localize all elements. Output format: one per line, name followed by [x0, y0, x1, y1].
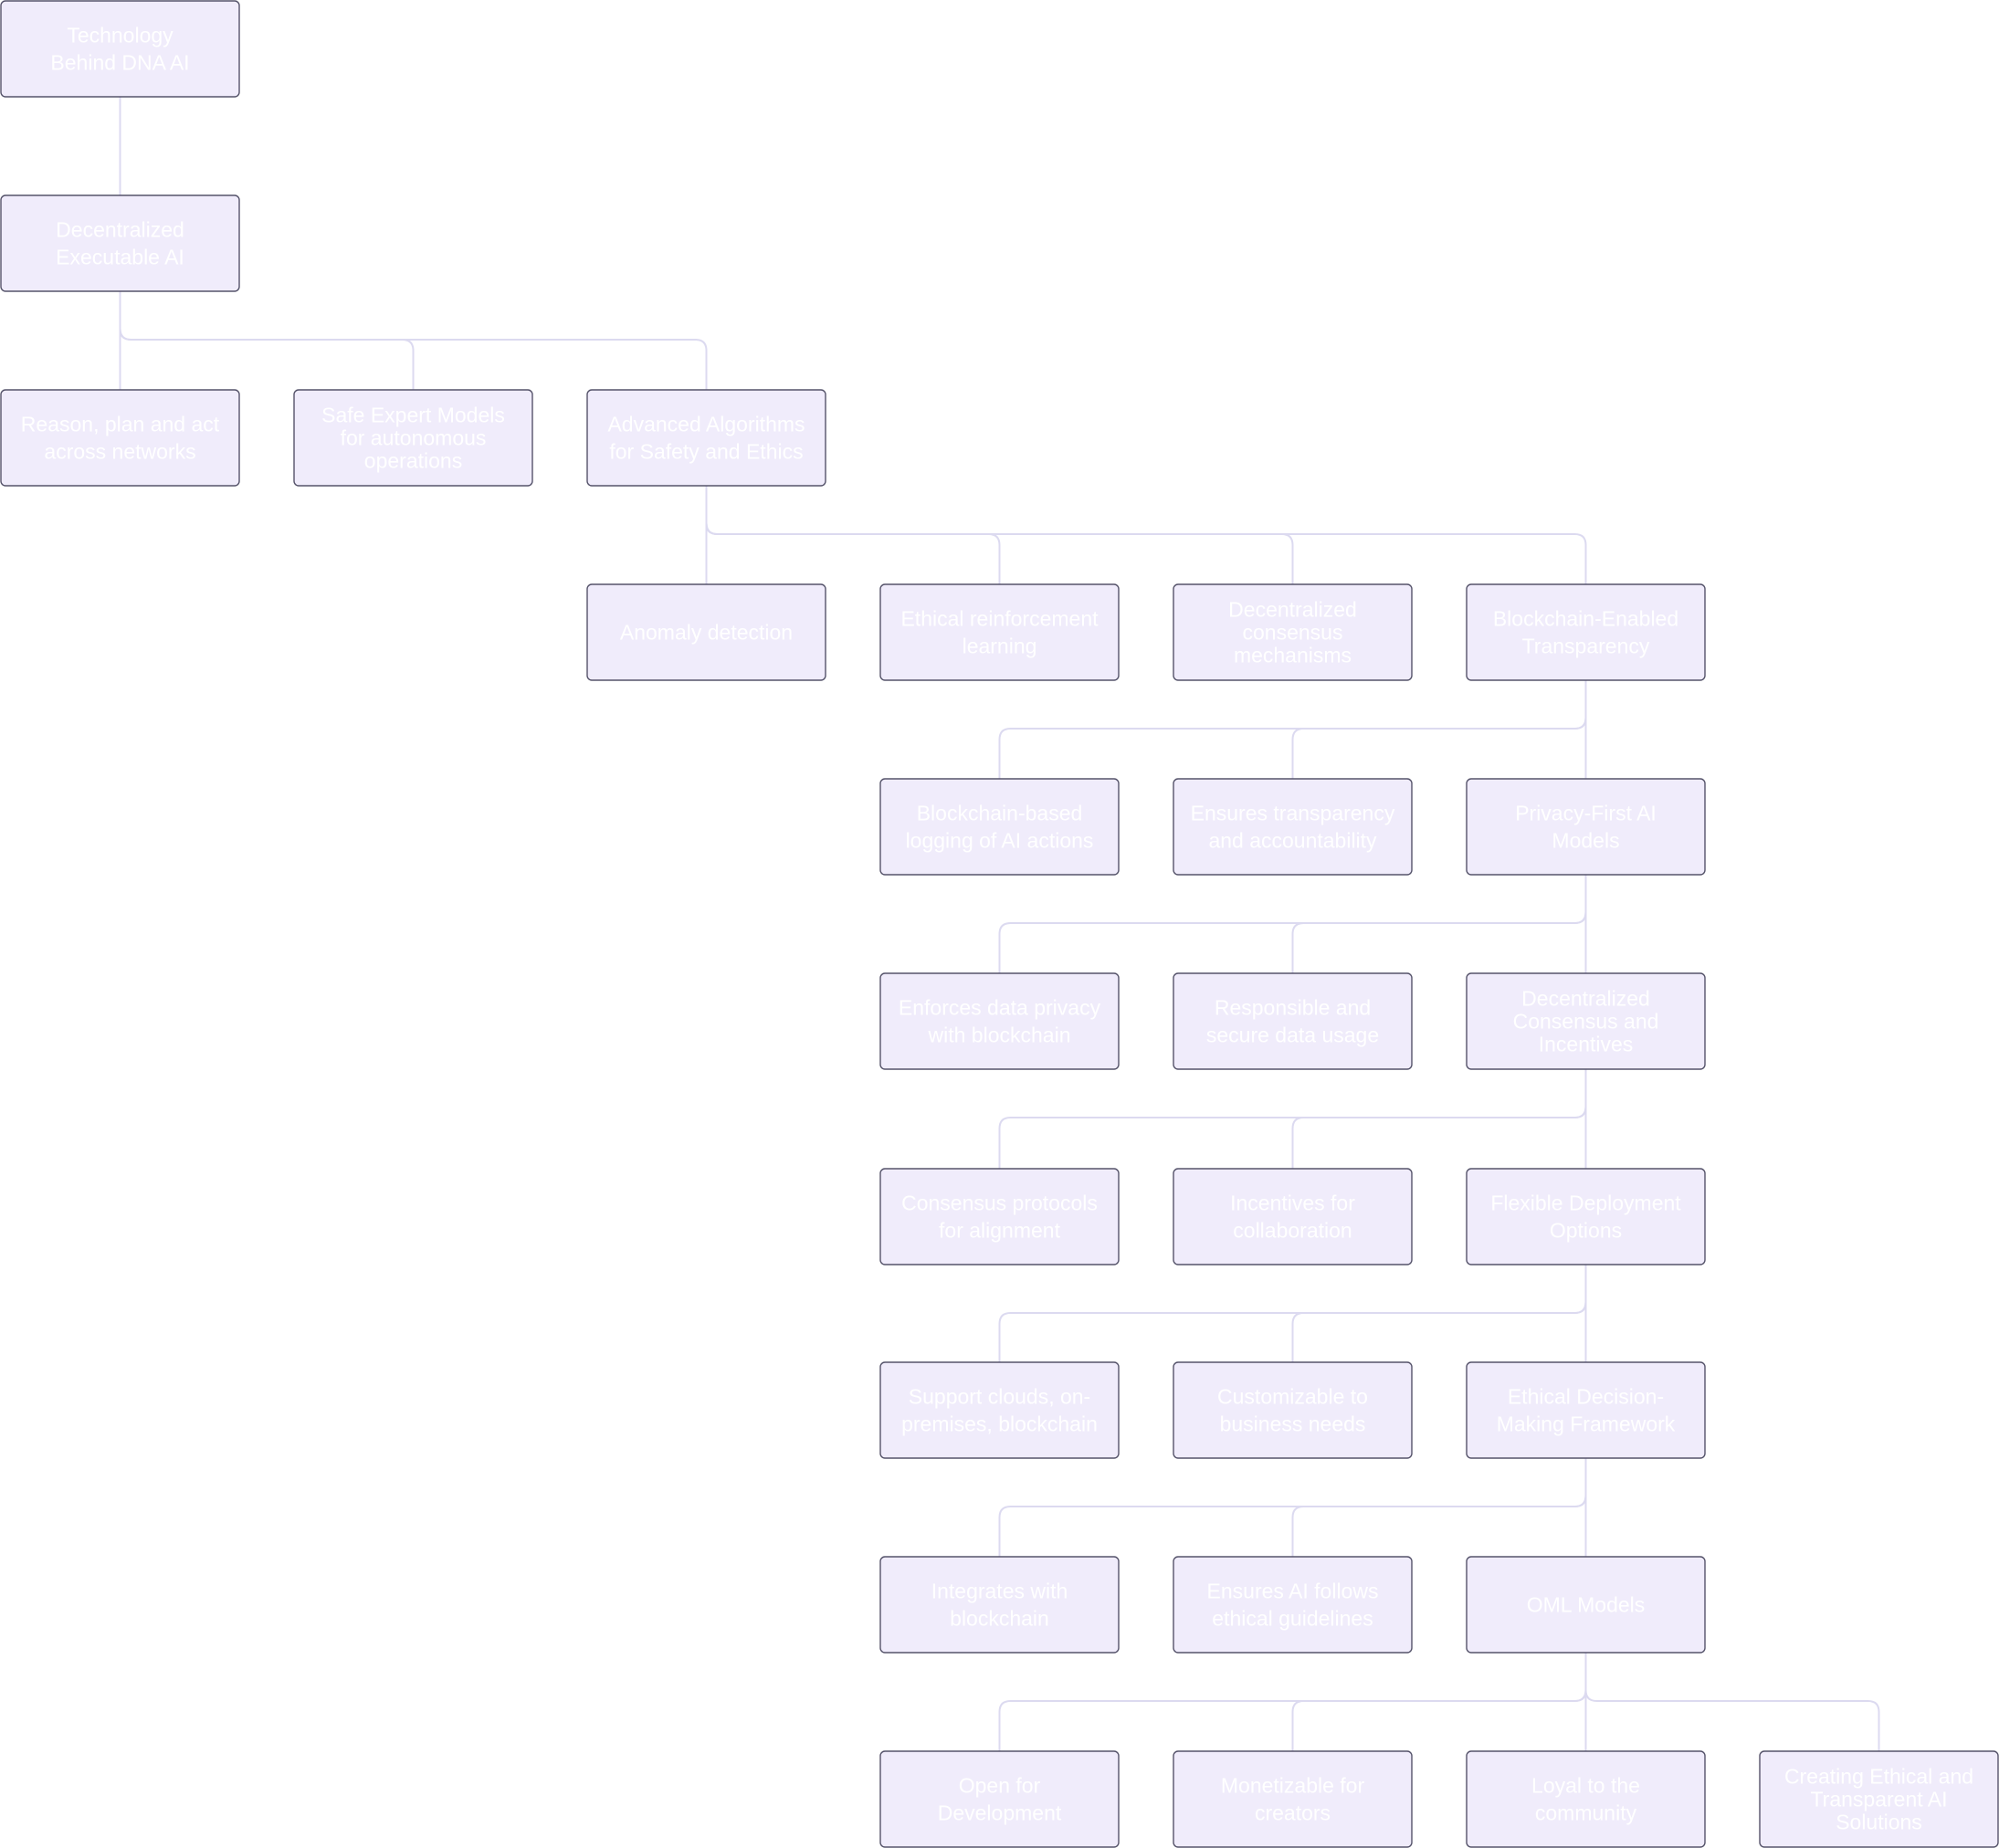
node-box: [1173, 583, 1413, 681]
node-box: [1466, 1361, 1706, 1459]
node-label: Anomaly detection: [620, 621, 793, 645]
connector-pfa-rsd: [1291, 875, 1587, 973]
connector-oml-cet: [1584, 1653, 1880, 1751]
connector-dci-ifc: [1291, 1069, 1587, 1169]
node-box: [879, 1168, 1120, 1265]
connector-oml-mfc: [1291, 1653, 1587, 1751]
node-box: [879, 1361, 1120, 1459]
connector-bet-eta: [1291, 680, 1587, 779]
node-box: [1173, 778, 1413, 876]
connector-edm-eaf: [1291, 1458, 1587, 1557]
node-box: [1173, 1168, 1413, 1265]
node-box: [1466, 583, 1706, 681]
connector-adv-bet: [705, 486, 1587, 584]
node-scp: Support clouds, on-premises, blockchain: [879, 1361, 1120, 1459]
node-box: [0, 0, 240, 98]
node-box: [879, 583, 1120, 681]
node-box: [0, 194, 240, 292]
node-oml: OML Models: [1466, 1556, 1706, 1654]
node-box: [879, 1556, 1120, 1654]
node-box: [1466, 1750, 1706, 1848]
node-box: [1466, 1556, 1706, 1654]
node-label: OML Models: [1527, 1593, 1646, 1617]
node-box: [586, 389, 826, 487]
node-box: [879, 972, 1120, 1070]
connector-fdo-cbn: [1291, 1265, 1587, 1362]
connector-dea-adv: [119, 291, 708, 390]
node-box: [1466, 778, 1706, 876]
node-box: [1466, 1168, 1706, 1265]
node-box: [1173, 1750, 1413, 1848]
node-box: [1173, 1556, 1413, 1654]
node-box: [1759, 1750, 1999, 1848]
node-box: [1173, 972, 1413, 1070]
node-edm: Ethical Decision-Making Framework: [1466, 1361, 1706, 1459]
node-label: Ethical Decision-Making Framework: [1497, 1385, 1676, 1436]
node-box: [293, 389, 533, 487]
node-label: Support clouds, on-premises, blockchain: [901, 1385, 1098, 1436]
node-box: [586, 583, 826, 681]
node-box: [1173, 1361, 1413, 1459]
node-box: [0, 389, 240, 487]
node-box: [879, 778, 1120, 876]
node-box: [879, 1750, 1120, 1848]
node-box: [1466, 972, 1706, 1070]
connector-layer: [119, 97, 1880, 1751]
node-anomaly: Anomaly detection: [586, 583, 826, 681]
